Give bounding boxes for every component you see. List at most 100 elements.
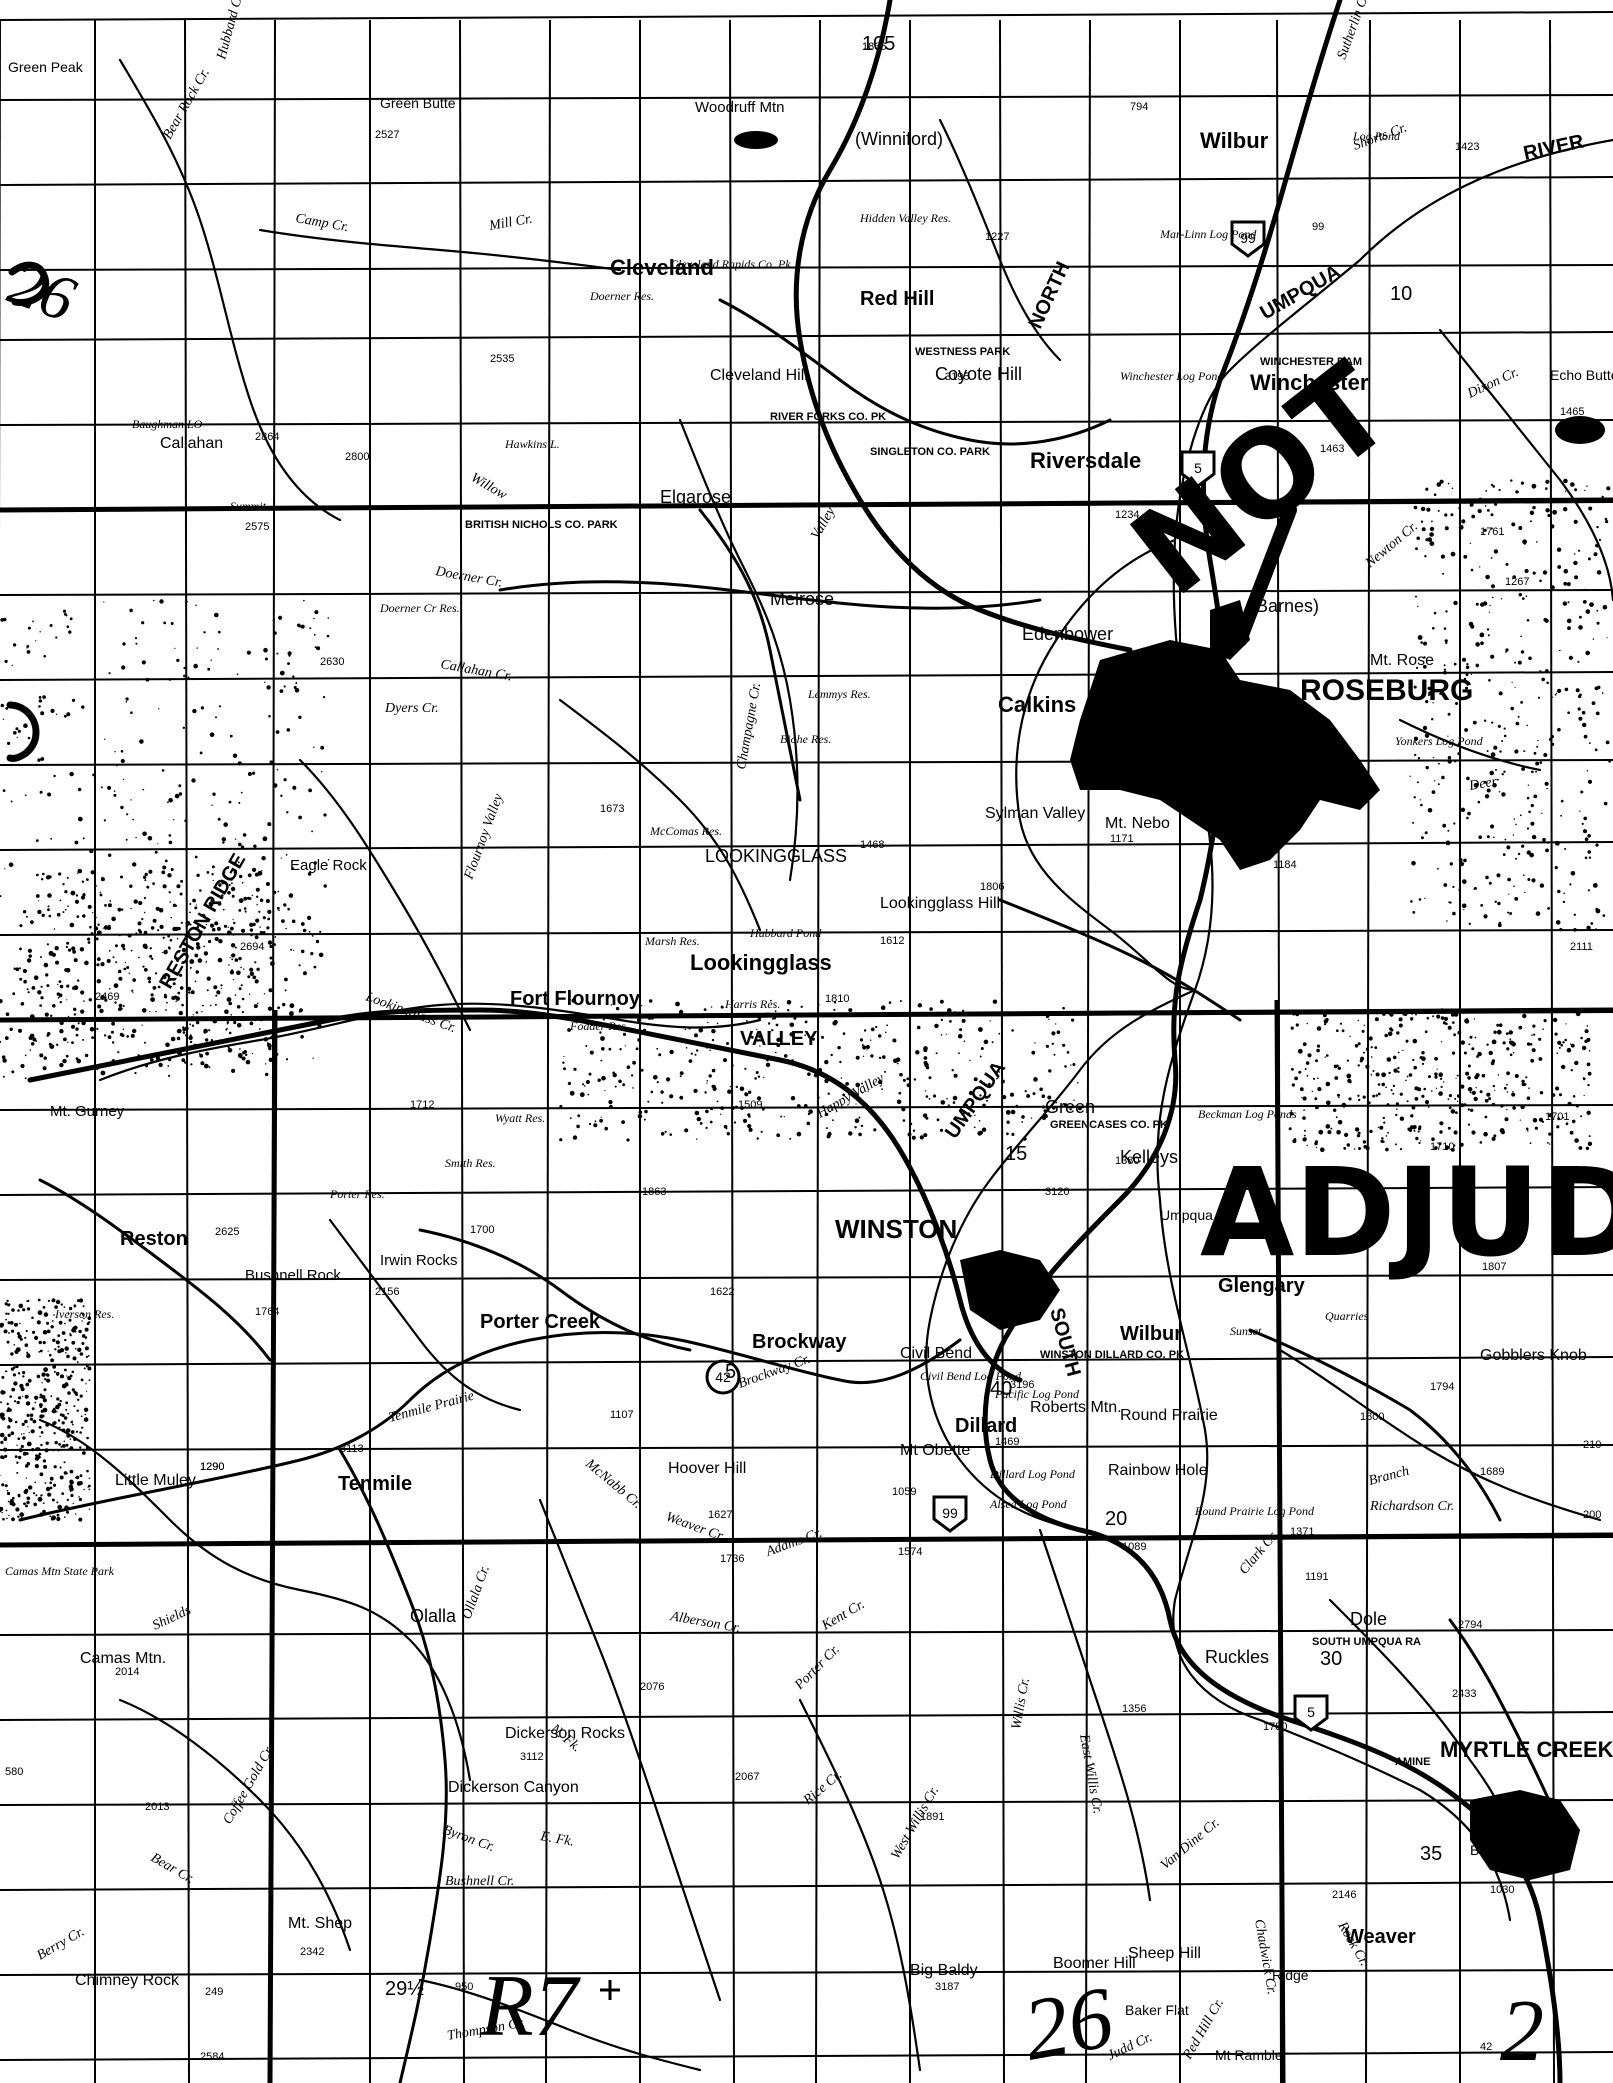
scan-speck xyxy=(231,1068,236,1073)
scan-speck xyxy=(1552,1017,1558,1023)
scan-speck xyxy=(20,1433,23,1435)
scan-speck xyxy=(100,1070,106,1076)
scan-speck xyxy=(1391,1089,1393,1092)
scan-speck xyxy=(144,945,148,949)
scan-speck xyxy=(1533,794,1538,799)
scan-speck xyxy=(210,1039,214,1042)
place-label: Red Hill xyxy=(860,288,934,310)
scan-speck xyxy=(72,1502,75,1505)
scan-speck xyxy=(238,842,242,847)
scan-speck xyxy=(208,939,212,944)
scan-speck xyxy=(130,949,133,952)
scan-speck xyxy=(1586,1037,1591,1042)
scan-speck xyxy=(132,862,137,867)
scan-speck xyxy=(1006,1120,1010,1124)
elevation-label: 580 xyxy=(5,1766,23,1778)
scan-speck xyxy=(569,1117,572,1120)
scan-speck xyxy=(1557,1117,1561,1121)
scan-speck xyxy=(284,989,287,992)
scan-speck xyxy=(1462,657,1466,662)
scan-speck xyxy=(82,1038,85,1041)
scan-speck xyxy=(238,909,242,912)
scan-speck xyxy=(1564,1038,1567,1042)
scan-speck xyxy=(1544,781,1549,786)
scan-speck xyxy=(190,1063,193,1066)
scan-speck xyxy=(587,1093,589,1096)
scan-speck xyxy=(57,1402,62,1407)
scan-speck xyxy=(26,1351,29,1354)
scan-speck xyxy=(1543,1019,1547,1023)
scan-speck xyxy=(283,685,286,688)
scan-speck xyxy=(279,670,285,676)
scan-speck xyxy=(276,652,279,655)
scan-speck xyxy=(1518,526,1523,530)
scan-speck xyxy=(75,1513,77,1515)
scan-speck xyxy=(866,1049,868,1051)
scan-speck xyxy=(1557,727,1561,732)
scan-speck xyxy=(92,912,94,914)
scan-speck xyxy=(214,612,219,618)
scan-speck xyxy=(723,1124,728,1129)
scan-speck xyxy=(264,681,266,683)
scan-speck xyxy=(1453,1033,1456,1037)
scan-speck xyxy=(132,818,134,821)
scan-speck xyxy=(143,930,148,935)
scan-speck xyxy=(196,647,198,649)
ollala-creek xyxy=(538,1498,722,2002)
scan-speck xyxy=(961,1112,965,1116)
scan-speck xyxy=(1484,794,1490,799)
scan-speck xyxy=(1570,1069,1574,1072)
grid-line-horizontal xyxy=(0,671,1613,681)
scan-speck xyxy=(141,660,146,665)
scan-speck xyxy=(291,867,294,870)
scan-speck xyxy=(758,1034,763,1039)
scan-speck xyxy=(76,1409,79,1412)
scan-speck xyxy=(1494,900,1497,903)
scan-speck xyxy=(241,1056,246,1061)
elevation-label: 29½ xyxy=(385,1978,424,2000)
scan-speck xyxy=(71,698,76,702)
scan-speck xyxy=(1490,513,1494,517)
scan-speck xyxy=(152,882,156,885)
scan-speck xyxy=(181,947,187,953)
scan-speck xyxy=(85,1355,88,1358)
scan-speck xyxy=(612,1071,615,1075)
scan-speck xyxy=(152,918,157,923)
scan-speck xyxy=(22,1395,24,1398)
scan-speck xyxy=(1563,569,1569,574)
scan-speck xyxy=(249,971,255,976)
place-label: Dickerson Rocks xyxy=(505,1725,625,1742)
scan-speck xyxy=(231,888,233,890)
scan-speck xyxy=(178,1010,183,1016)
scan-speck xyxy=(263,647,268,653)
scan-speck xyxy=(1606,637,1608,639)
scan-speck xyxy=(313,617,315,620)
scan-speck xyxy=(1412,1058,1415,1062)
scan-speck xyxy=(1556,547,1562,552)
scan-speck xyxy=(65,908,67,911)
scan-speck xyxy=(205,960,207,963)
scan-speck xyxy=(859,1038,864,1042)
scan-speck xyxy=(5,1509,8,1512)
scan-speck xyxy=(201,1011,203,1013)
scan-speck xyxy=(247,873,252,878)
scan-speck xyxy=(37,1298,41,1302)
scan-speck xyxy=(790,1096,796,1101)
scan-speck xyxy=(1461,903,1467,909)
township-lines xyxy=(0,497,1613,2083)
scan-speck xyxy=(108,950,111,952)
scan-speck xyxy=(1580,790,1584,794)
scan-speck xyxy=(875,1025,878,1029)
scan-speck xyxy=(600,1036,605,1041)
scan-speck xyxy=(220,984,223,987)
scan-speck xyxy=(1483,914,1488,919)
scan-speck xyxy=(100,877,105,882)
scan-speck xyxy=(1324,1056,1326,1058)
elevation-label: 2535 xyxy=(490,353,514,365)
scan-speck xyxy=(245,1053,248,1057)
scan-speck xyxy=(1543,753,1548,757)
scan-speck xyxy=(17,729,21,733)
scan-speck xyxy=(9,1027,13,1032)
scan-speck xyxy=(830,1053,833,1057)
elevation-label: 1267 xyxy=(1505,576,1529,588)
